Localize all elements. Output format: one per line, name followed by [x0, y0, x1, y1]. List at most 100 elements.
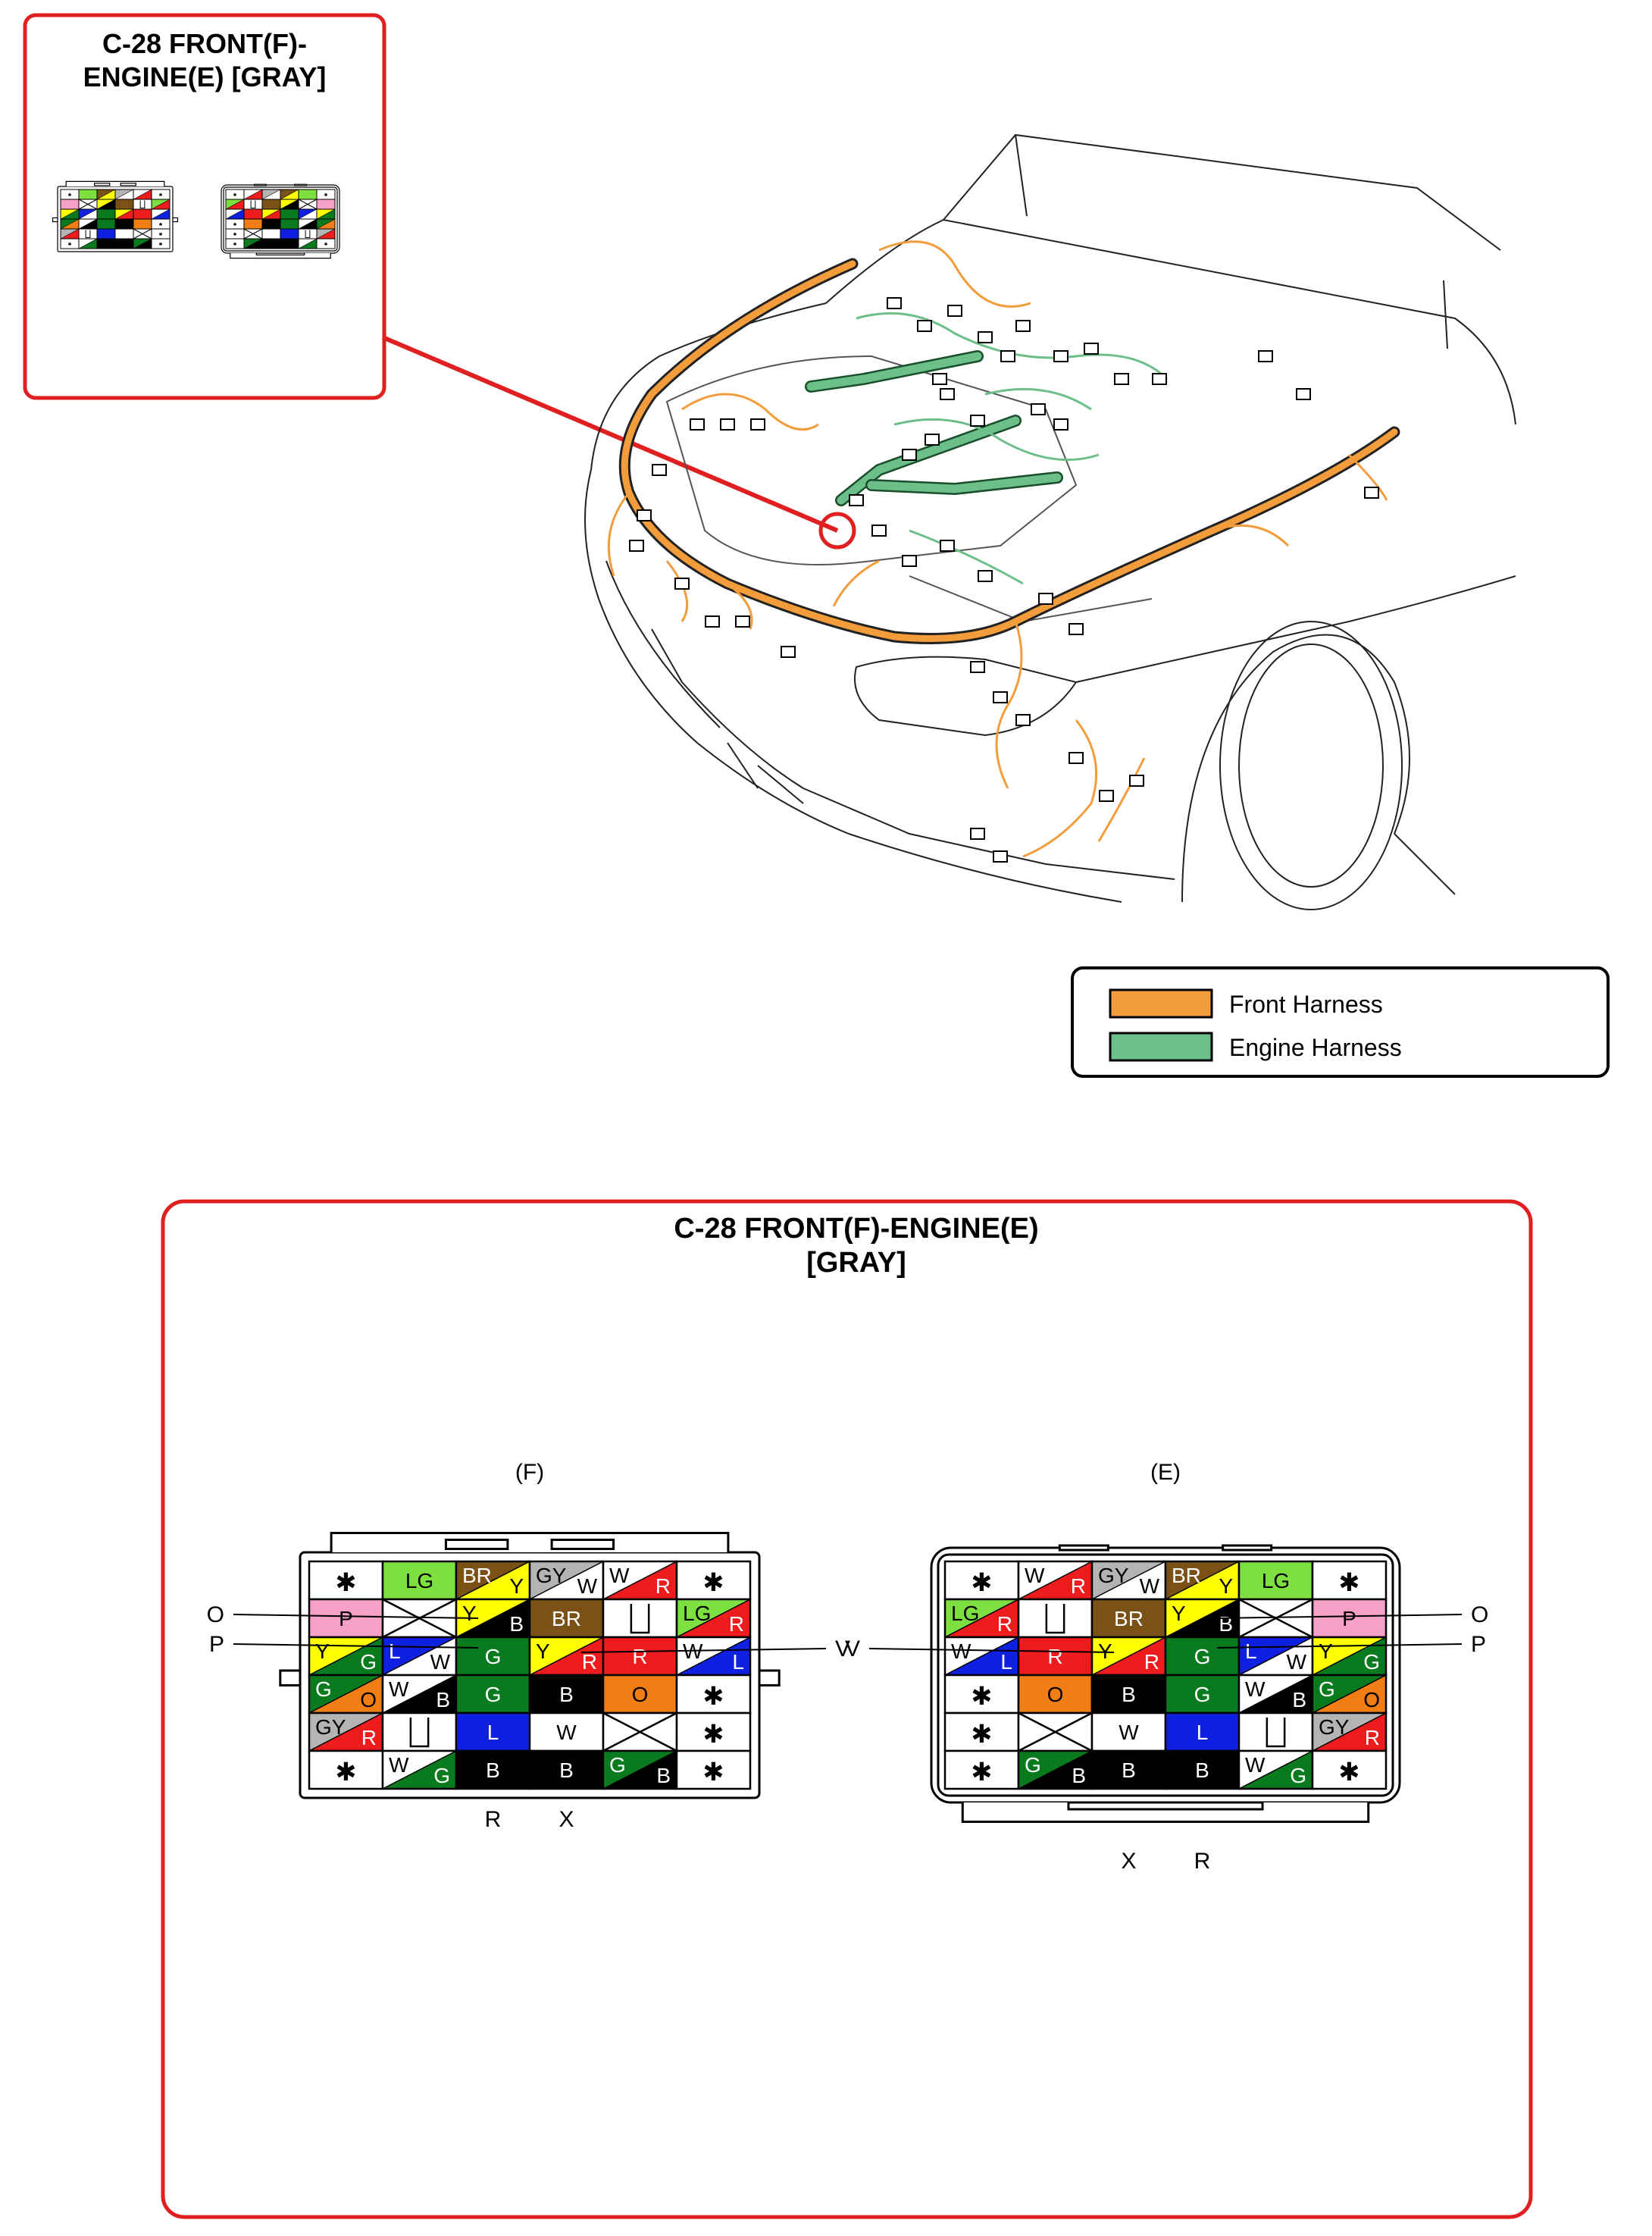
- harness-connector: [970, 661, 985, 673]
- unused-mark: ✱: [1338, 1569, 1359, 1597]
- harness-connector: [993, 850, 1008, 863]
- cavity: [243, 238, 263, 249]
- cavity: BR: [1090, 1598, 1167, 1639]
- cavity: ✱: [1311, 1749, 1388, 1790]
- cavity: B: [528, 1749, 605, 1790]
- cavity: G: [455, 1636, 531, 1677]
- split-line: [60, 228, 80, 240]
- cavity: [298, 238, 318, 249]
- wire-color-code: W: [556, 1721, 577, 1744]
- unused-mark: ✱: [158, 232, 162, 237]
- legend-engine-swatch: [1109, 1032, 1213, 1062]
- wire-stripe-code: G: [433, 1764, 450, 1787]
- wire-main-code: Y: [536, 1639, 550, 1663]
- cavity: [243, 228, 263, 240]
- cavity: [133, 238, 152, 249]
- wire-stripe-code: R: [1365, 1726, 1380, 1749]
- wire-stripe-code: R: [582, 1650, 597, 1674]
- split-line: [133, 189, 152, 200]
- split-line: [602, 1561, 677, 1600]
- detail-title-line1: C-28 FRONT(F)-ENGINE(E): [674, 1213, 1038, 1245]
- cavity: [261, 218, 281, 230]
- side-pin-label: V: [845, 1636, 860, 1661]
- wire-color-code: LG: [405, 1569, 433, 1592]
- blocked-cross: [243, 228, 263, 240]
- cavity: ✱: [151, 189, 171, 200]
- cavity: ✱: [943, 1674, 1020, 1715]
- harness-connector: [720, 418, 735, 431]
- cavity: B: [1090, 1749, 1167, 1790]
- cavity: [96, 199, 116, 210]
- cavity: [133, 189, 152, 200]
- cavity: [96, 238, 116, 249]
- wire-main-code: GY: [536, 1564, 567, 1587]
- cavity: [602, 1598, 678, 1639]
- connector-front: ✱✱✱✱✱✱: [52, 180, 179, 252]
- split-line: [280, 189, 299, 200]
- blocked-cross: [1018, 1711, 1093, 1752]
- harness-connector: [1031, 403, 1046, 415]
- split-line: [316, 228, 336, 240]
- cavity: [280, 189, 299, 200]
- cavity: O: [1017, 1674, 1094, 1715]
- harness-connector: [1053, 350, 1068, 362]
- harness-connector: [1364, 487, 1379, 499]
- harness-connector: [1099, 790, 1114, 802]
- wire-color-code: W: [1119, 1721, 1139, 1744]
- wire-main-code: GY: [1098, 1564, 1129, 1587]
- cavity-latch: [1017, 1598, 1094, 1639]
- cavity: [298, 228, 318, 240]
- split-line: [1165, 1561, 1240, 1600]
- cavity: LG: [381, 1560, 458, 1601]
- cavity-solid: [280, 228, 299, 240]
- wire-main-code: W: [389, 1677, 409, 1701]
- harness-connector: [917, 320, 932, 332]
- bottom-pin-label: X: [1121, 1849, 1136, 1874]
- wire-stripe-code: W: [430, 1650, 451, 1674]
- cavity: [243, 199, 263, 210]
- harness-connector: [750, 418, 765, 431]
- wire-stripe-code: B: [436, 1688, 450, 1711]
- cavity-solid: [243, 218, 263, 230]
- wire-color-code: BR: [1114, 1607, 1144, 1630]
- cavity: [96, 189, 116, 200]
- wire-stripe-code: O: [1363, 1688, 1380, 1711]
- pin-leader: [1216, 1643, 1463, 1649]
- split-line: [316, 218, 336, 230]
- split-line: [676, 1599, 751, 1638]
- wire-color-code: LG: [1262, 1569, 1290, 1592]
- cavity: [78, 189, 98, 200]
- housing-lock-tab: [120, 183, 136, 186]
- split-line: [1312, 1712, 1387, 1752]
- wire-stripe-code: B: [509, 1612, 524, 1636]
- unused-mark: ✱: [233, 193, 236, 198]
- legend-front-label: Front Harness: [1229, 991, 1383, 1018]
- cavity: [316, 199, 336, 210]
- split-line: [382, 1674, 457, 1714]
- wire-main-code: W: [1025, 1564, 1045, 1587]
- cavity: ✱: [151, 238, 171, 249]
- harness-connector: [1296, 388, 1311, 400]
- cavity-unused: [675, 1560, 752, 1601]
- unused-mark: ✱: [324, 242, 327, 247]
- wire-color-code: B: [559, 1758, 574, 1782]
- unused-mark: ✱: [702, 1721, 724, 1749]
- cavity: BR: [528, 1598, 605, 1639]
- wire-color-code: P: [1342, 1607, 1356, 1630]
- cavity: ✱: [225, 189, 245, 200]
- cavity: [114, 218, 134, 230]
- cavity: ✱: [675, 1674, 752, 1715]
- split-line: [114, 189, 134, 200]
- unused-mark: ✱: [335, 1569, 356, 1597]
- split-line: [1165, 1599, 1240, 1638]
- wire-main-code: G: [1319, 1677, 1335, 1701]
- latch-mark: [1266, 1718, 1286, 1748]
